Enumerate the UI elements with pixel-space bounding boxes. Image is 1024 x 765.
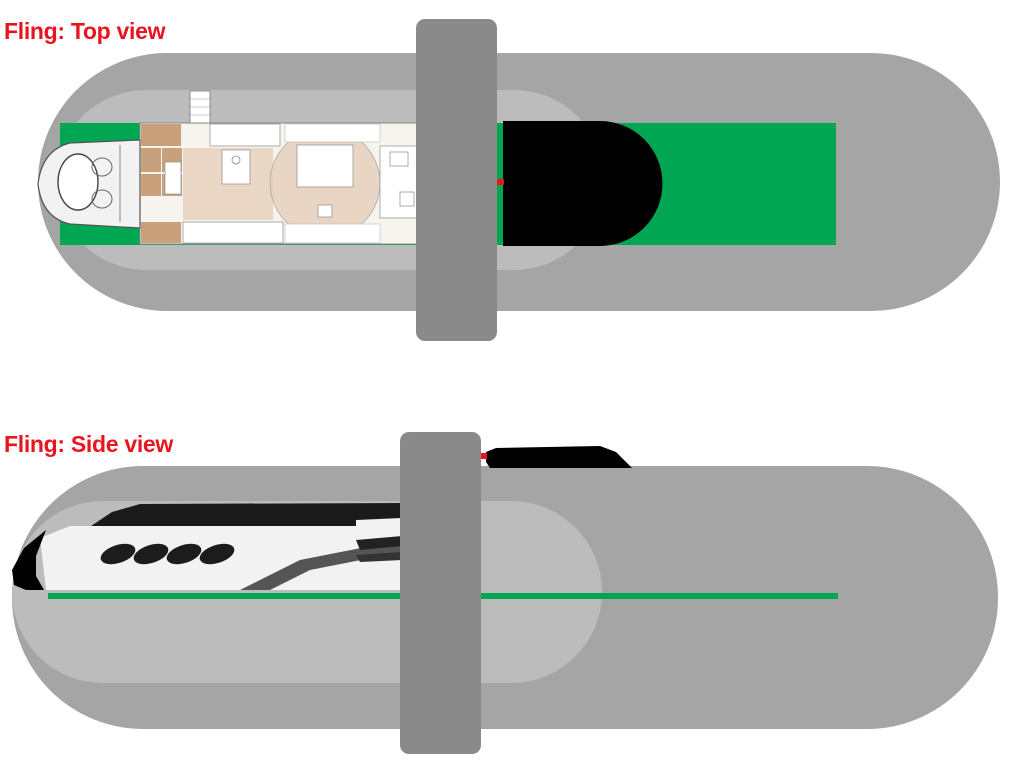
bus-window [166, 543, 202, 565]
bus-stripe [240, 540, 402, 590]
wood-cabinet [141, 174, 161, 196]
top-bus-floorplan [37, 90, 433, 245]
bus-window [199, 543, 235, 565]
top-black-vehicle [503, 121, 663, 246]
side-black-vehicle [486, 446, 632, 468]
bus-front-nose [12, 530, 46, 590]
bus-window [133, 543, 169, 565]
side-view [12, 432, 998, 754]
side-clamp [400, 432, 481, 754]
top-view [37, 19, 1000, 341]
wood-cabinet [141, 148, 161, 172]
side-bus [12, 503, 402, 590]
cab-seat-icon [91, 189, 113, 209]
table [164, 161, 182, 195]
cab-seat-icon [91, 157, 113, 177]
wood-cabinet [141, 124, 181, 146]
side-red-marker [478, 453, 487, 459]
bed [296, 144, 354, 188]
steering-wheel-icon [57, 153, 99, 211]
bus-window [100, 543, 136, 565]
wood-cabinet [141, 222, 181, 243]
top-red-marker [496, 179, 504, 185]
top-view-title: Fling: Top view [4, 18, 166, 44]
side-view-title: Fling: Side view [4, 431, 174, 457]
bus-roof [88, 503, 402, 528]
top-clamp [416, 19, 497, 341]
